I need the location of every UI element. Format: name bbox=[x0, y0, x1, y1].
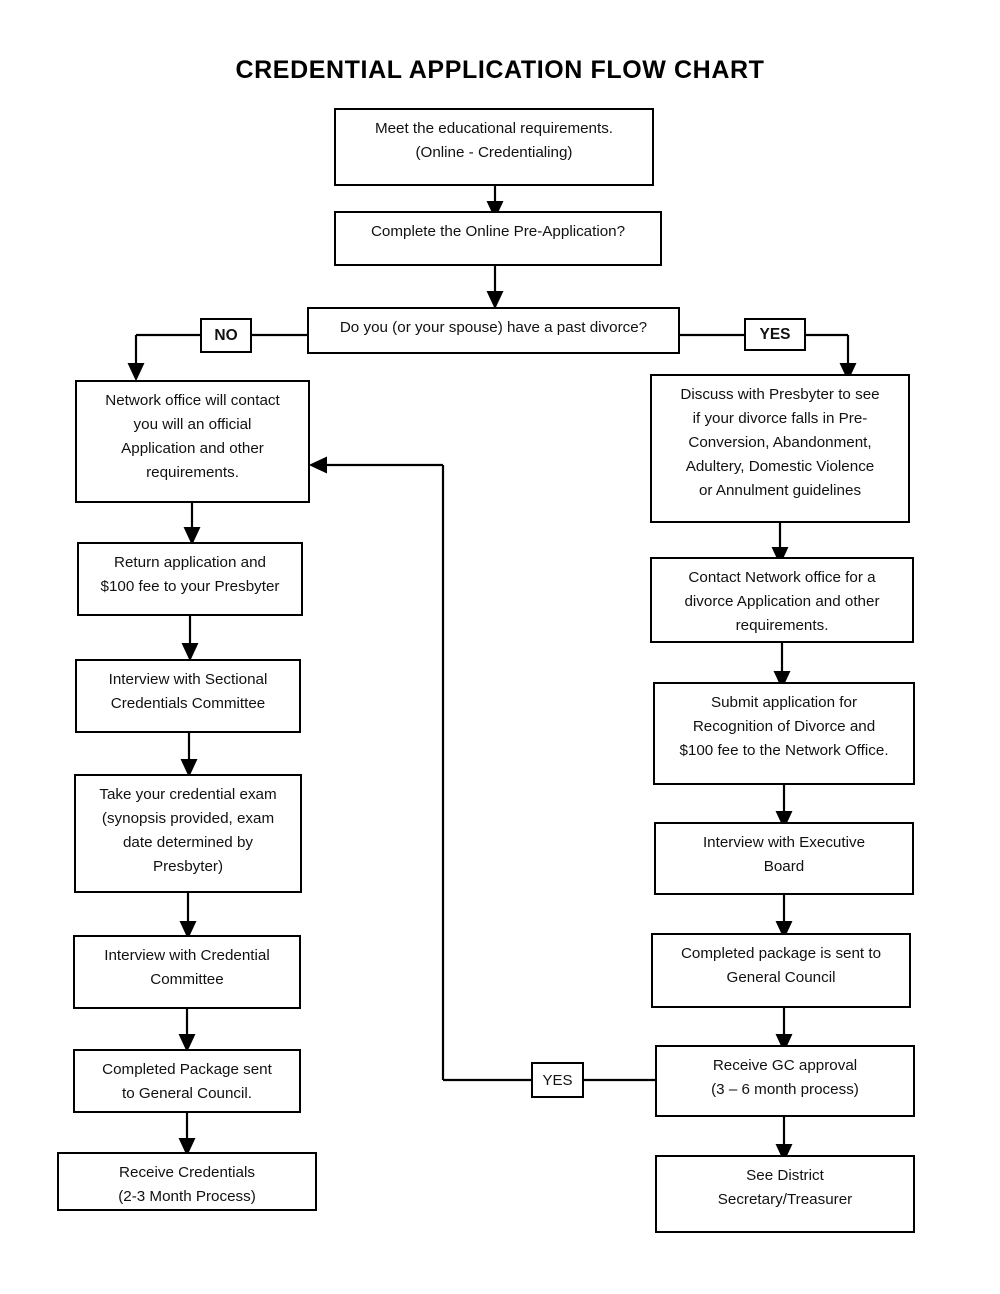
edge-label-yes-loopback[interactable]: YES bbox=[531, 1062, 584, 1098]
node-see-district-secretary-treasurer[interactable]: See District Secretary/Treasurer bbox=[655, 1155, 915, 1233]
node-submit-recognition-of-divorce[interactable]: Submit application for Recognition of Di… bbox=[653, 682, 915, 785]
node-completed-package-general-council[interactable]: Completed Package sent to General Counci… bbox=[73, 1049, 301, 1113]
node-interview-executive-board[interactable]: Interview with Executive Board bbox=[654, 822, 914, 895]
node-network-office-will-contact[interactable]: Network office will contact you will an … bbox=[75, 380, 310, 503]
node-receive-credentials[interactable]: Receive Credentials (2-3 Month Process) bbox=[57, 1152, 317, 1211]
node-contact-network-office-divorce[interactable]: Contact Network office for a divorce App… bbox=[650, 557, 914, 643]
node-complete-online-pre-application[interactable]: Complete the Online Pre-Application? bbox=[334, 211, 662, 266]
node-past-divorce-decision[interactable]: Do you (or your spouse) have a past divo… bbox=[307, 307, 680, 354]
node-interview-sectional-credentials-committee[interactable]: Interview with Sectional Credentials Com… bbox=[75, 659, 301, 733]
node-take-credential-exam[interactable]: Take your credential exam (synopsis prov… bbox=[74, 774, 302, 893]
edge-label-yes[interactable]: YES bbox=[744, 318, 806, 351]
node-return-application-fee[interactable]: Return application and $100 fee to your … bbox=[77, 542, 303, 616]
node-completed-package-sent-general-council[interactable]: Completed package is sent to General Cou… bbox=[651, 933, 911, 1008]
node-discuss-with-presbyter[interactable]: Discuss with Presbyter to see if your di… bbox=[650, 374, 910, 523]
node-interview-credential-committee[interactable]: Interview with Credential Committee bbox=[73, 935, 301, 1009]
node-meet-educational-requirements[interactable]: Meet the educational requirements. (Onli… bbox=[334, 108, 654, 186]
edge-label-no[interactable]: NO bbox=[200, 318, 252, 353]
node-receive-gc-approval[interactable]: Receive GC approval (3 – 6 month process… bbox=[655, 1045, 915, 1117]
page-title: CREDENTIAL APPLICATION FLOW CHART bbox=[235, 56, 765, 84]
